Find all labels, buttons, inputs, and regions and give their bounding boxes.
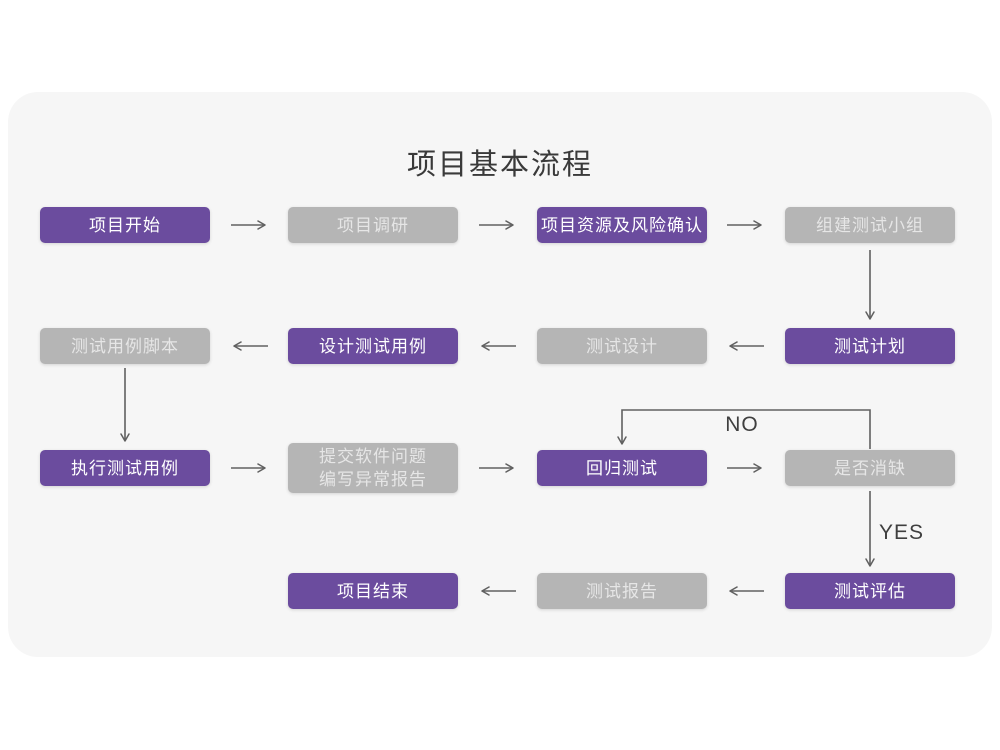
node-regression-test: 回归测试 (537, 450, 707, 486)
node-project-start: 项目开始 (40, 207, 210, 243)
diagram-card (8, 92, 992, 657)
node-defect-cleared: 是否消缺 (785, 450, 955, 486)
page-title: 项目基本流程 (406, 149, 593, 181)
node-case-scripts: 测试用例脚本 (40, 328, 210, 364)
node-project-research: 项目调研 (288, 207, 458, 243)
edge-label-yes: YES (879, 521, 925, 544)
node-test-design: 测试设计 (537, 328, 707, 364)
node-build-test-team: 组建测试小组 (785, 207, 955, 243)
node-design-cases: 设计测试用例 (288, 328, 458, 364)
node-submit-issues: 提交软件问题 编写异常报告 (288, 443, 458, 493)
node-resources-risk: 项目资源及风险确认 (537, 207, 707, 243)
node-test-plan: 测试计划 (785, 328, 955, 364)
node-test-report: 测试报告 (537, 573, 707, 609)
edge-label-no: NO (725, 413, 759, 436)
node-test-evaluation: 测试评估 (785, 573, 955, 609)
node-project-end: 项目结束 (288, 573, 458, 609)
node-execute-cases: 执行测试用例 (40, 450, 210, 486)
